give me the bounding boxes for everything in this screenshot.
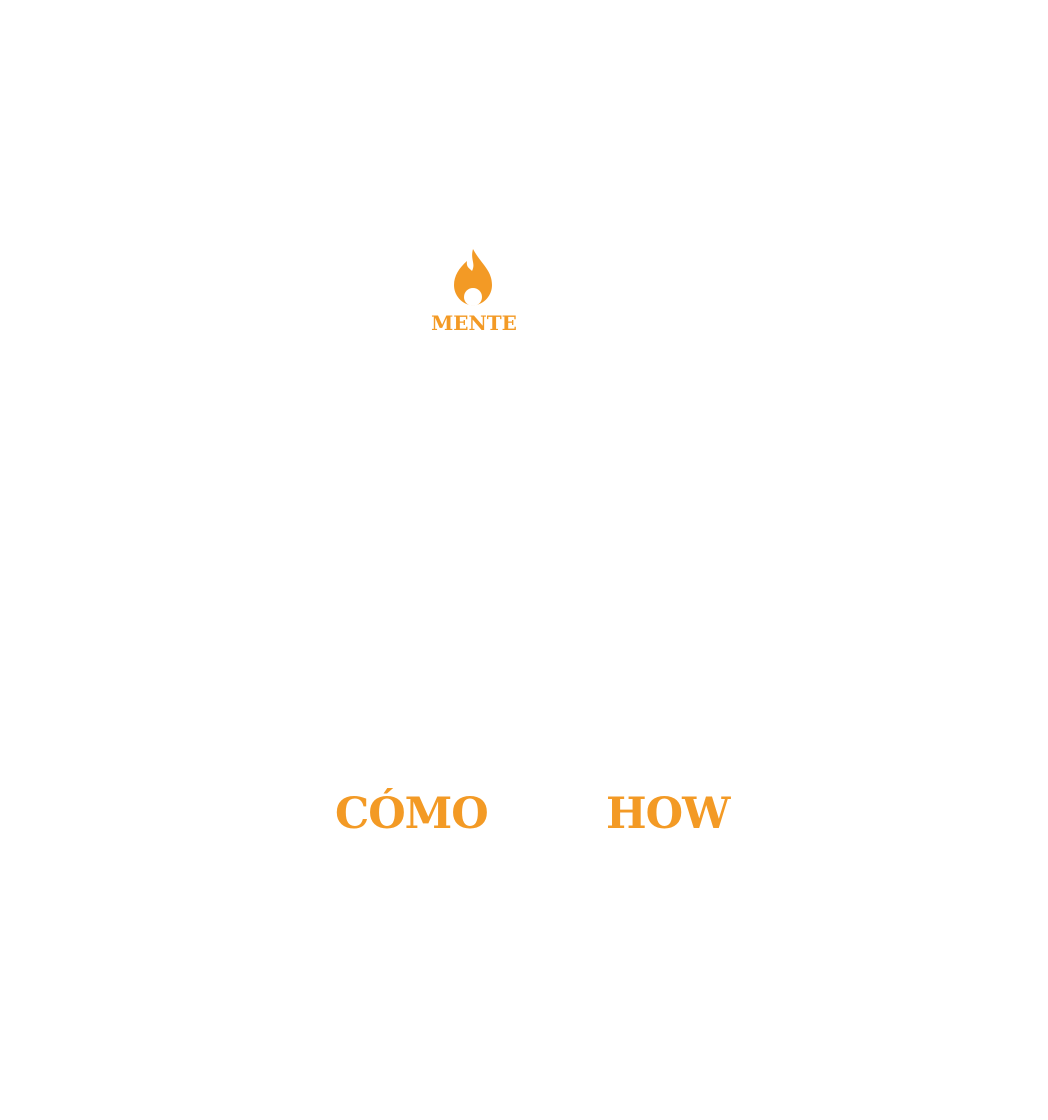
flame-icon: [454, 249, 492, 306]
logo-wordmark: MENTE: [431, 311, 517, 335]
heading-spanish: CÓMO: [335, 789, 489, 839]
heading-english: HOW: [606, 789, 730, 839]
brand-logo: MENTE: [424, 248, 524, 340]
